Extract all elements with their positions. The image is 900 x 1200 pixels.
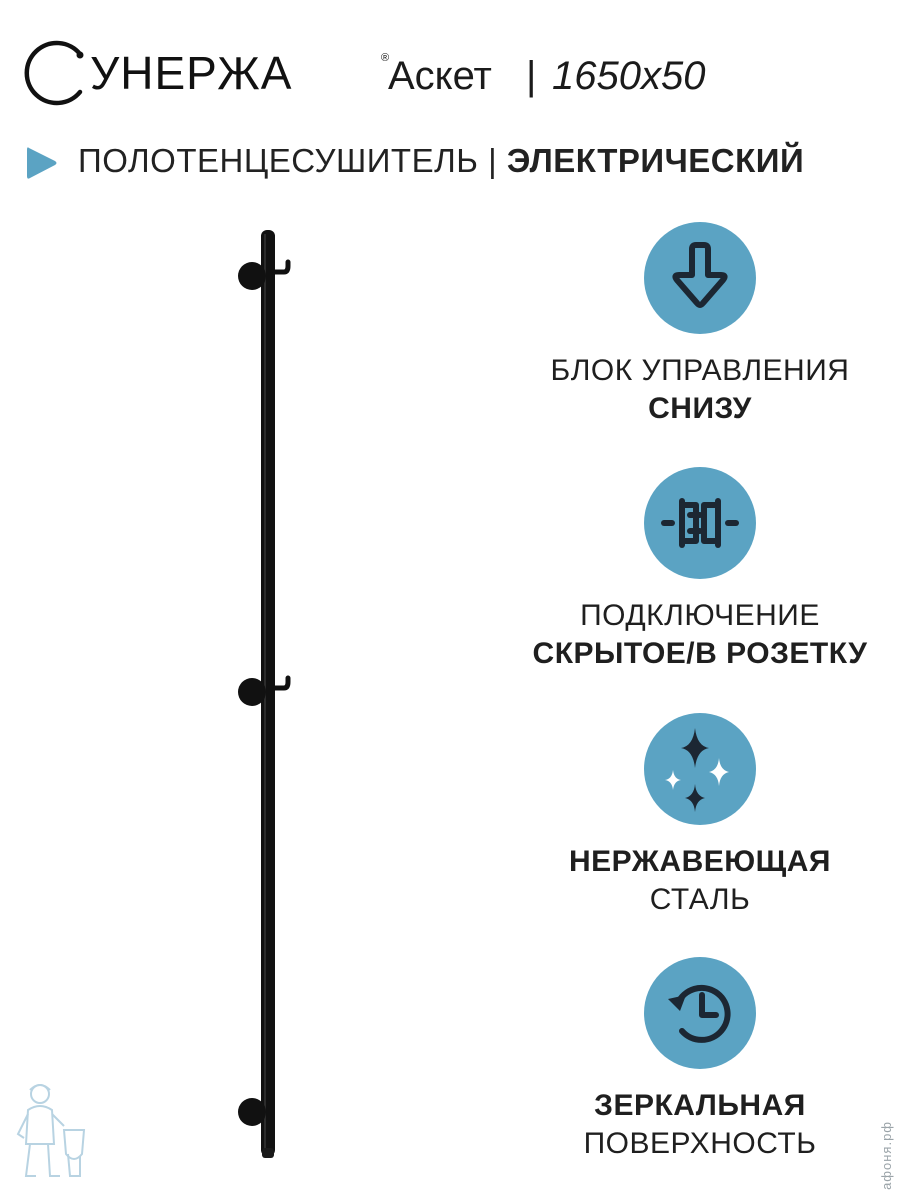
- feature-mirror-surface: ЗЕРКАЛЬНАЯ ПОВЕРХНОСТЬ: [520, 957, 880, 1163]
- feature-line-2: СТАЛЬ: [649, 883, 751, 916]
- feature-icon-badge: [644, 222, 756, 334]
- model-size: 1650x50: [552, 54, 706, 98]
- rail-end-cap: [262, 1148, 274, 1158]
- brand-logo-icon: [24, 40, 84, 106]
- plug-connection-icon: [661, 498, 739, 548]
- feature-stainless-steel: НЕРЖАВЕЮЩАЯ СТАЛЬ: [520, 713, 880, 919]
- feature-icon-badge: [644, 957, 756, 1069]
- category-label: ПОЛОТЕНЦЕСУШИТЕЛЬ: [78, 142, 479, 179]
- feature-connection: ПОДКЛЮЧЕНИЕ СКРЫТОЕ/В РОЗЕТКУ: [520, 467, 880, 673]
- arrow-down-icon: [672, 242, 728, 308]
- plumber-mascot-icon: [16, 1084, 86, 1177]
- product-category-title: ПОЛОТЕНЦЕСУШИТЕЛЬ | ЭЛЕКТРИЧЕСКИЙ: [78, 142, 804, 180]
- brand-header: УНЕРЖА ® Аскет | 1650x50: [24, 34, 884, 114]
- feature-line-1: ПОДКЛЮЧЕНИЕ: [580, 599, 820, 632]
- towel-rail-image: [238, 230, 291, 1158]
- feature-label: ЗЕРКАЛЬНАЯ ПОВЕРХНОСТЬ: [520, 1087, 880, 1163]
- feature-line-1: ЗЕРКАЛЬНАЯ: [594, 1089, 806, 1122]
- feature-label: НЕРЖАВЕЮЩАЯ СТАЛЬ: [520, 843, 880, 919]
- sparkles-icon: [665, 728, 729, 812]
- feature-line-1: БЛОК УПРАВЛЕНИЯ: [550, 354, 850, 387]
- model-name: Аскет: [388, 54, 492, 98]
- feature-line-1: НЕРЖАВЕЮЩАЯ: [569, 845, 831, 878]
- feature-control-unit: БЛОК УПРАВЛЕНИЯ СНИЗУ: [520, 222, 880, 428]
- feature-label: БЛОК УПРАВЛЕНИЯ СНИЗУ: [520, 352, 880, 428]
- registered-mark: ®: [381, 52, 390, 64]
- brand-logo-text: УНЕРЖА: [90, 47, 293, 99]
- feature-line-2: СКРЫТОЕ/В РОЗЕТКУ: [532, 637, 868, 670]
- feature-icon-badge: [644, 713, 756, 825]
- type-label: ЭЛЕКТРИЧЕСКИЙ: [506, 142, 805, 179]
- feature-line-2: СНИЗУ: [648, 392, 752, 425]
- play-triangle-icon: [27, 147, 57, 179]
- feature-label: ПОДКЛЮЧЕНИЕ СКРЫТОЕ/В РОЗЕТКУ: [520, 597, 880, 673]
- subtitle-row: ПОЛОТЕНЦЕСУШИТЕЛЬ | ЭЛЕКТРИЧЕСКИЙ: [24, 142, 884, 186]
- site-watermark: афоня.рф: [879, 1121, 894, 1190]
- feature-line-2: ПОВЕРХНОСТЬ: [583, 1127, 817, 1160]
- subtitle-separator: |: [488, 142, 498, 179]
- feature-icon-badge: [644, 467, 756, 579]
- clock-restore-icon: [668, 984, 731, 1043]
- model-separator: |: [526, 54, 537, 98]
